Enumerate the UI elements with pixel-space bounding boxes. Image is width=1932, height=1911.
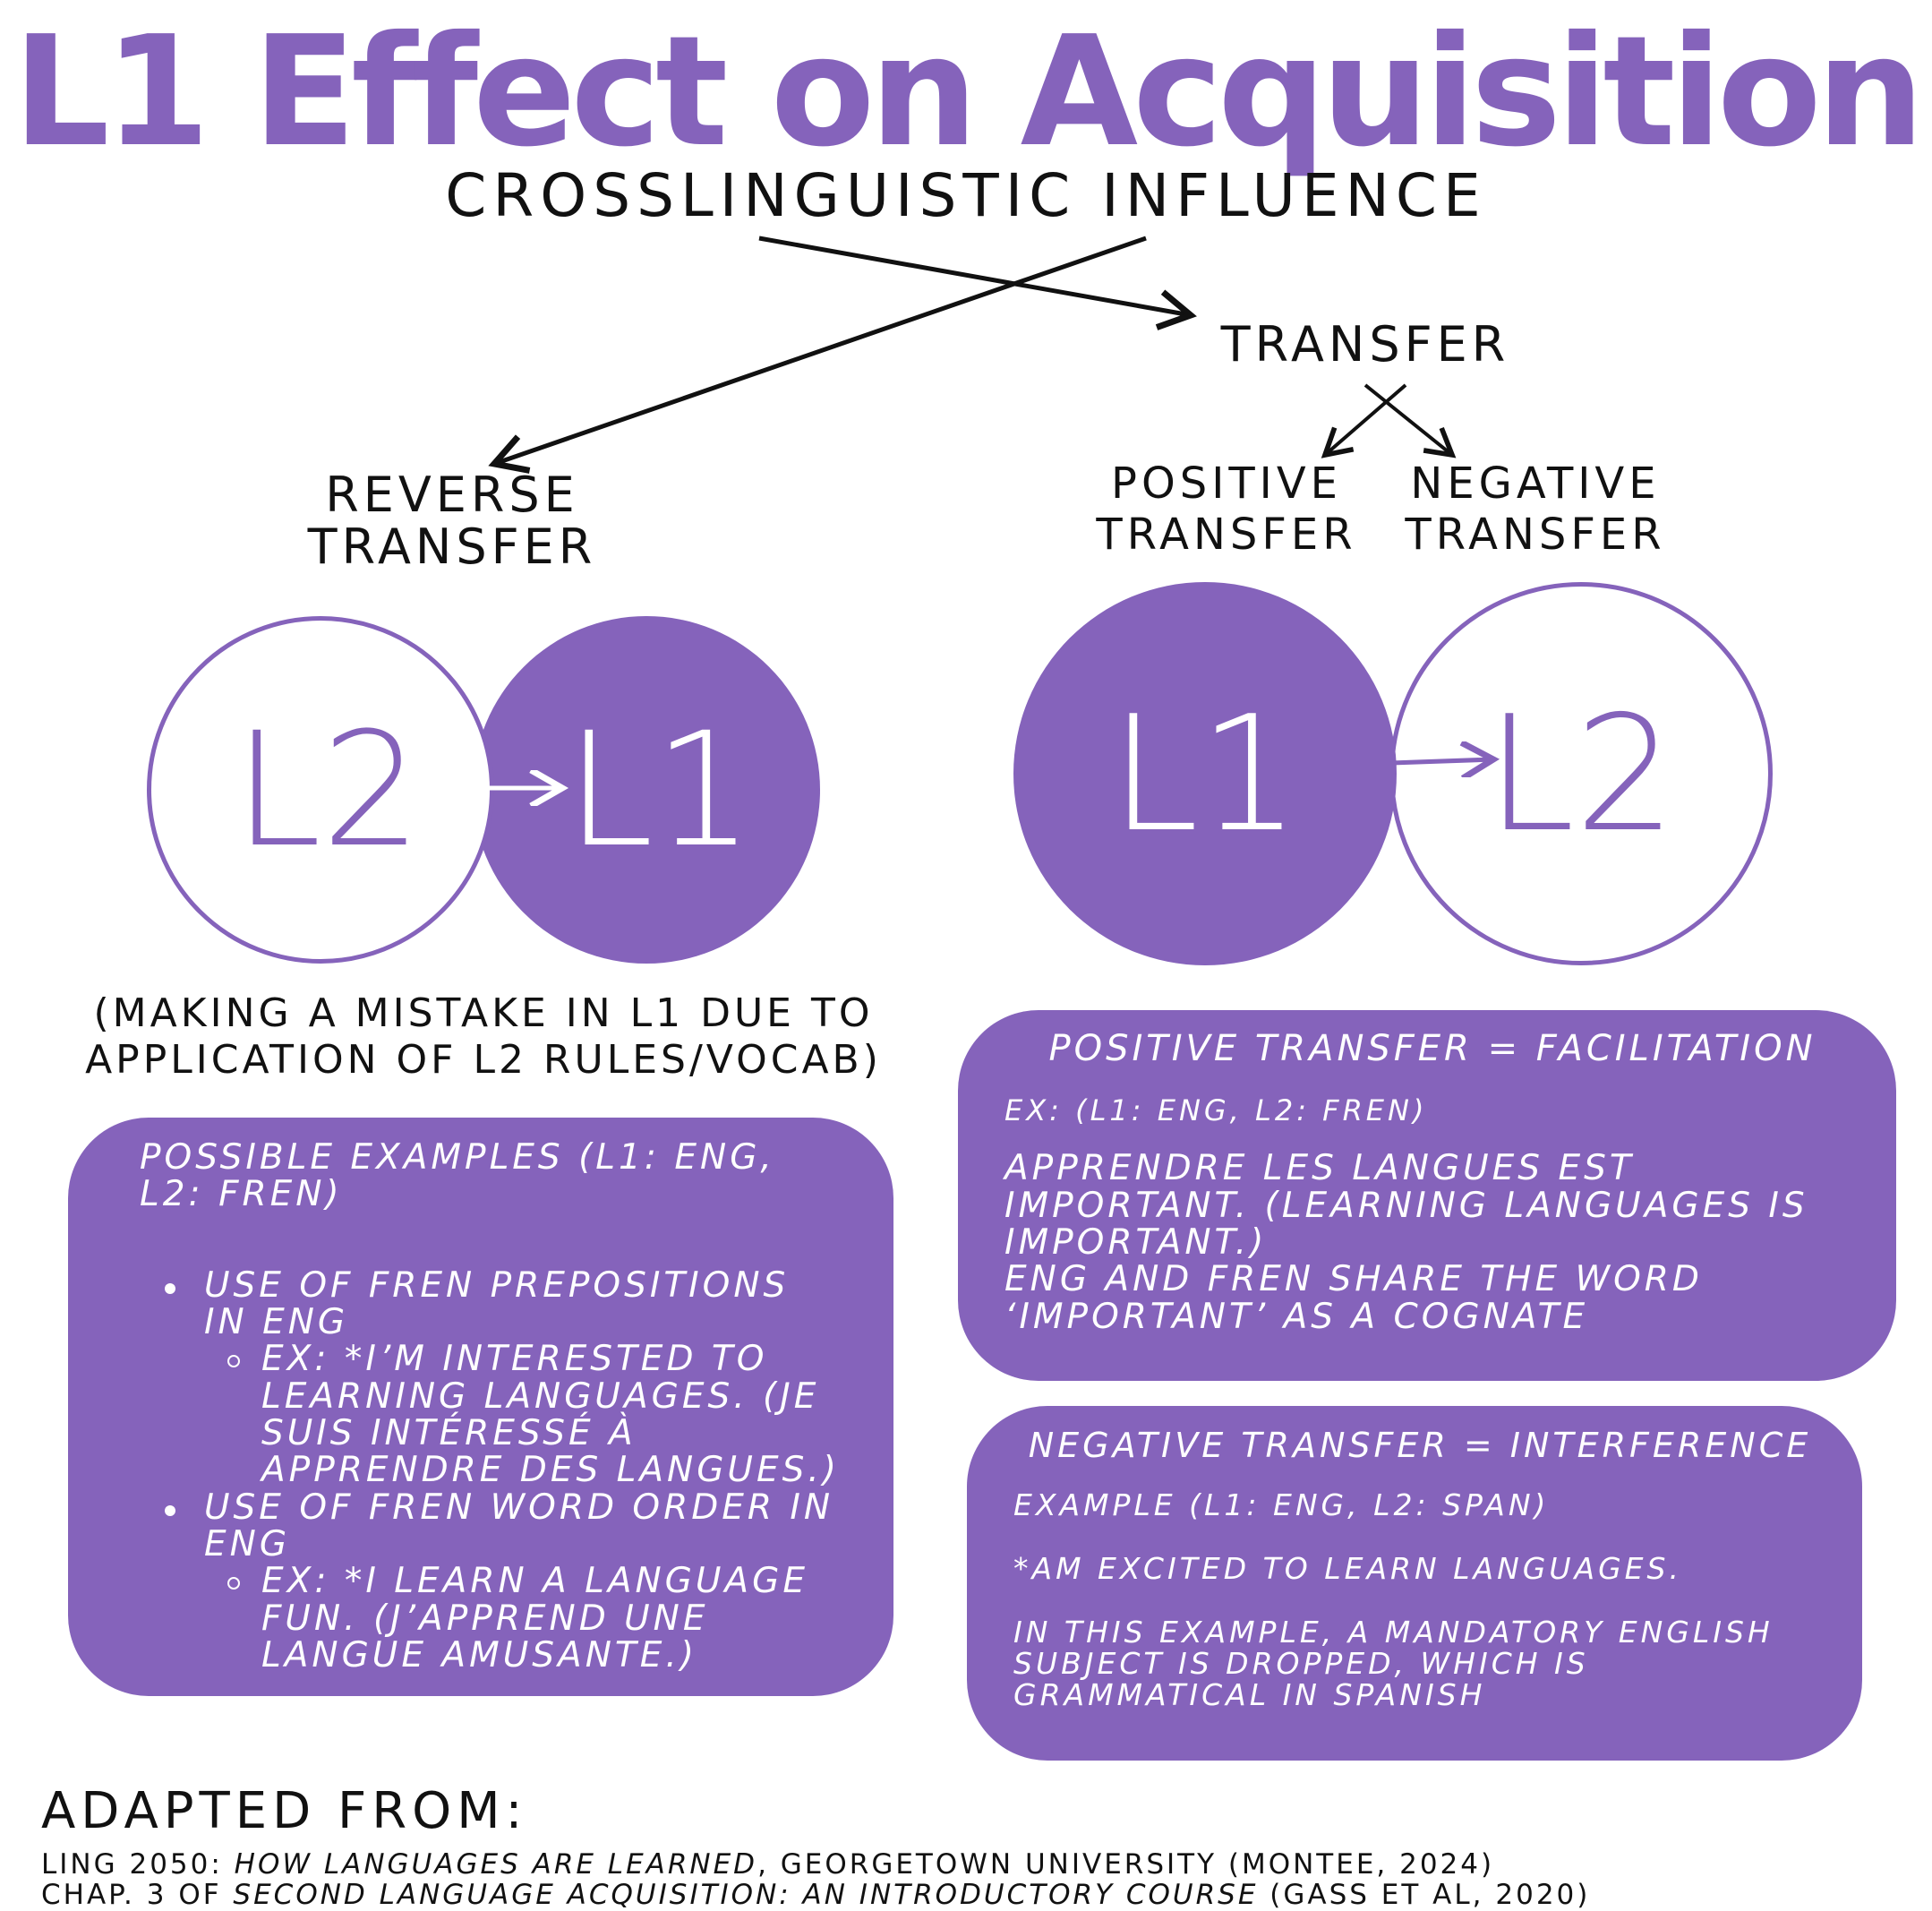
negative-transfer-line2: TRANSFER — [1405, 509, 1666, 560]
reverse-l2-circle: L2 — [147, 616, 494, 964]
footer-citation-2: CHAP. 3 OF SECOND LANGUAGE ACQUISITION: … — [41, 1879, 1590, 1911]
list-subitem-text: EX: *I’M INTERESTED TO LEARNING LANGUAGE… — [261, 1339, 840, 1491]
positive-transfer-line2: TRANSFER — [1096, 509, 1357, 560]
reverse-l1-label: L1 — [565, 698, 755, 882]
reverse-note-line2: APPLICATION OF L2 RULES/VOCAB) — [85, 1036, 882, 1083]
negative-box-example-label: EXAMPLE (L1: ENG, L2: SPAN) — [1013, 1487, 1550, 1523]
reverse-l1-circle: L1 — [473, 616, 820, 964]
negative-box-heading: NEGATIVE TRANSFER = INTERFERENCE — [1028, 1426, 1812, 1465]
subtitle: CROSSLINGUISTIC INFLUENCE — [445, 161, 1487, 230]
list-item-text: USE OF FREN PREPOSITIONS IN ENG — [204, 1264, 790, 1342]
forward-l2-label: L2 — [1485, 681, 1677, 867]
positive-box-heading: POSITIVE TRANSFER = FACILITATION — [1048, 1028, 1817, 1069]
list-subitem-text: EX: *I LEARN A LANGUAGE FUN. (J’APPREND … — [261, 1561, 808, 1675]
positive-transfer-label: POSITIVE TRANSFER — [1083, 458, 1370, 560]
positive-box-example: APPRENDRE LES LANGUES EST IMPORTANT. (LE… — [1004, 1148, 1808, 1263]
forward-l2-circle: L2 — [1389, 582, 1773, 965]
negative-transfer-line1: NEGATIVE — [1410, 458, 1661, 509]
arrow-to-reverse-transfer — [488, 236, 1147, 474]
positive-transfer-box: POSITIVE TRANSFER = FACILITATION EX: (L1… — [958, 1010, 1896, 1381]
negative-transfer-label: NEGATIVE TRANSFER — [1392, 458, 1679, 560]
forward-l1-label: L1 — [1109, 681, 1301, 867]
footer-heading: ADAPTED FROM: — [41, 1782, 528, 1840]
reverse-transfer-label: REVERSE TRANSFER — [251, 467, 654, 576]
reverse-box-heading: POSSIBLE EXAMPLES (L1: ENG, L2: FREN) — [140, 1137, 775, 1215]
reverse-transfer-line2: TRANSFER — [307, 518, 597, 576]
reverse-note-line1: (MAKING A MISTAKE IN L1 DUE TO — [93, 990, 874, 1036]
arrow-to-negative-transfer — [1364, 383, 1457, 458]
list-item: USE OF FREN PREPOSITIONS IN ENG — [140, 1264, 840, 1342]
forward-l1-circle: L1 — [1013, 582, 1397, 965]
list-item: USE OF FREN WORD ORDER IN ENG — [140, 1487, 840, 1564]
list-subitem: EX: *I LEARN A LANGUAGE FUN. (J’APPREND … — [140, 1563, 840, 1674]
citation-1-title: HOW LANGUAGES ARE LEARNED — [234, 1848, 758, 1881]
page-title: L1 Effect on Acquisition — [13, 4, 1925, 181]
citation-1-source: , GEORGETOWN UNIVERSITY (MONTEE, 2024) — [757, 1848, 1495, 1881]
list-item-text: USE OF FREN WORD ORDER IN ENG — [204, 1487, 834, 1564]
citation-1-course: LING 2050: — [41, 1848, 235, 1881]
forward-arrow-icon — [1390, 741, 1500, 777]
citation-2-source: (GASS ET AL, 2020) — [1258, 1879, 1591, 1911]
reverse-l2-label: L2 — [233, 698, 423, 882]
footer-citation-1: LING 2050: HOW LANGUAGES ARE LEARNED, GE… — [41, 1848, 1494, 1881]
arrow-to-transfer — [758, 236, 1197, 330]
reverse-examples-box: POSSIBLE EXAMPLES (L1: ENG, L2: FREN) US… — [68, 1118, 893, 1696]
transfer-label: TRANSFER — [1220, 316, 1510, 373]
reverse-examples-list: USE OF FREN PREPOSITIONS IN ENG EX: *I’M… — [140, 1264, 840, 1675]
negative-box-example: *AM EXCITED TO LEARN LANGUAGES. — [1013, 1551, 1682, 1587]
positive-transfer-line1: POSITIVE — [1111, 458, 1342, 509]
positive-box-note: ENG AND FREN SHARE THE WORD ‘IMPORTANT’ … — [1004, 1259, 1703, 1337]
citation-2-chapter: CHAP. 3 OF — [41, 1879, 234, 1911]
reverse-arrow-icon — [487, 770, 569, 806]
citation-2-title: SECOND LANGUAGE ACQUISITION: AN INTRODUC… — [233, 1879, 1259, 1911]
negative-transfer-box: NEGATIVE TRANSFER = INTERFERENCE EXAMPLE… — [967, 1406, 1862, 1761]
reverse-transfer-note: (MAKING A MISTAKE IN L1 DUE TO APPLICATI… — [54, 990, 913, 1084]
list-subitem: EX: *I’M INTERESTED TO LEARNING LANGUAGE… — [140, 1341, 840, 1488]
reverse-transfer-line1: REVERSE — [325, 467, 579, 523]
positive-box-example-label: EX: (L1: ENG, L2: FREN) — [1004, 1093, 1428, 1128]
negative-box-note: IN THIS EXAMPLE, A MANDATORY ENGLISH SUB… — [1013, 1615, 1774, 1713]
arrow-to-positive-transfer — [1321, 383, 1407, 458]
